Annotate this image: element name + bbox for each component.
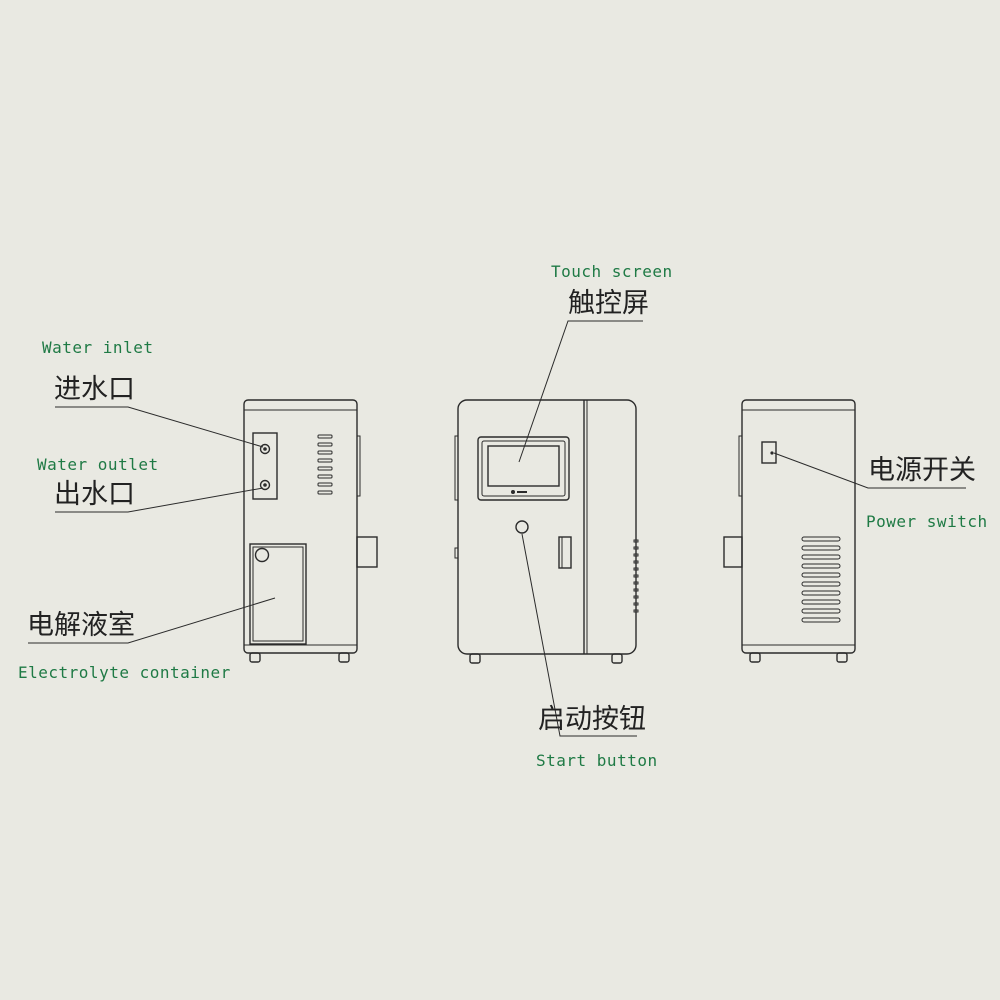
left-cabinet-side-box [356,536,378,568]
start-button-icon [515,520,529,534]
touch-screen-label-en: Touch screen [551,262,673,281]
water-inlet-port-icon [259,443,271,455]
touch-screen-logo-bar [517,491,527,493]
electrolyte-label-cn: 电解液室 [27,610,135,641]
electrolyte-door-knob-icon [254,547,270,563]
front-left-hinge [454,435,459,501]
left-foot-1 [249,652,261,663]
front-left-latch [454,547,459,559]
right-cabinet-side-box [723,536,743,568]
left-foot-2 [338,652,350,663]
front-vent-grille [633,539,639,613]
right-foot-1 [749,652,761,663]
door-handle [558,536,572,569]
electrolyte-door [249,543,307,645]
power-switch-label-cn: 电源开关 [868,455,976,486]
right-side-view [723,399,856,663]
right-cabinet-body [741,399,856,654]
leader-start-button [521,533,637,737]
touch-screen-frame [481,440,566,497]
power-switch-icon [761,441,777,464]
left-vent-grille [317,434,333,495]
leader-electrolyte [28,597,276,644]
port-panel [252,432,278,500]
water-inlet-label-cn: 进水口 [54,374,135,405]
start-button-label-cn: 启动按钮 [538,704,646,735]
leader-touch-screen [518,320,643,463]
leader-water-outlet [55,487,264,513]
right-foot-2 [836,652,848,663]
touch-screen-display [487,445,560,487]
left-cabinet-handle [356,435,361,497]
touch-screen-bezel [477,436,570,501]
electrolyte-door-inner [252,546,304,642]
water-outlet-port-icon [259,479,271,491]
front-view [454,399,639,664]
water-outlet-label-en: Water outlet [37,455,159,474]
leader-water-inlet [55,406,264,448]
touch-screen-label-cn: 触控屏 [568,288,649,319]
right-cabinet-handle [738,435,743,497]
front-foot-2 [611,653,623,664]
left-side-view [243,399,378,663]
start-button-label-en: Start button [536,751,658,770]
water-inlet-label-en: Water inlet [42,338,154,357]
right-vent-grille [801,536,841,623]
leader-lines [28,320,966,737]
water-outlet-port-center [263,483,267,487]
left-cabinet-body [243,399,358,654]
water-inlet-port-center [263,447,267,451]
front-cabinet-body [457,399,637,655]
water-outlet-label-cn: 出水口 [54,479,135,510]
touch-screen-logo-dot [511,490,515,494]
electrolyte-label-en: Electrolyte container [18,663,231,682]
front-foot-1 [469,653,481,664]
power-switch-label-en: Power switch [866,512,988,531]
leader-power-switch [773,452,966,489]
